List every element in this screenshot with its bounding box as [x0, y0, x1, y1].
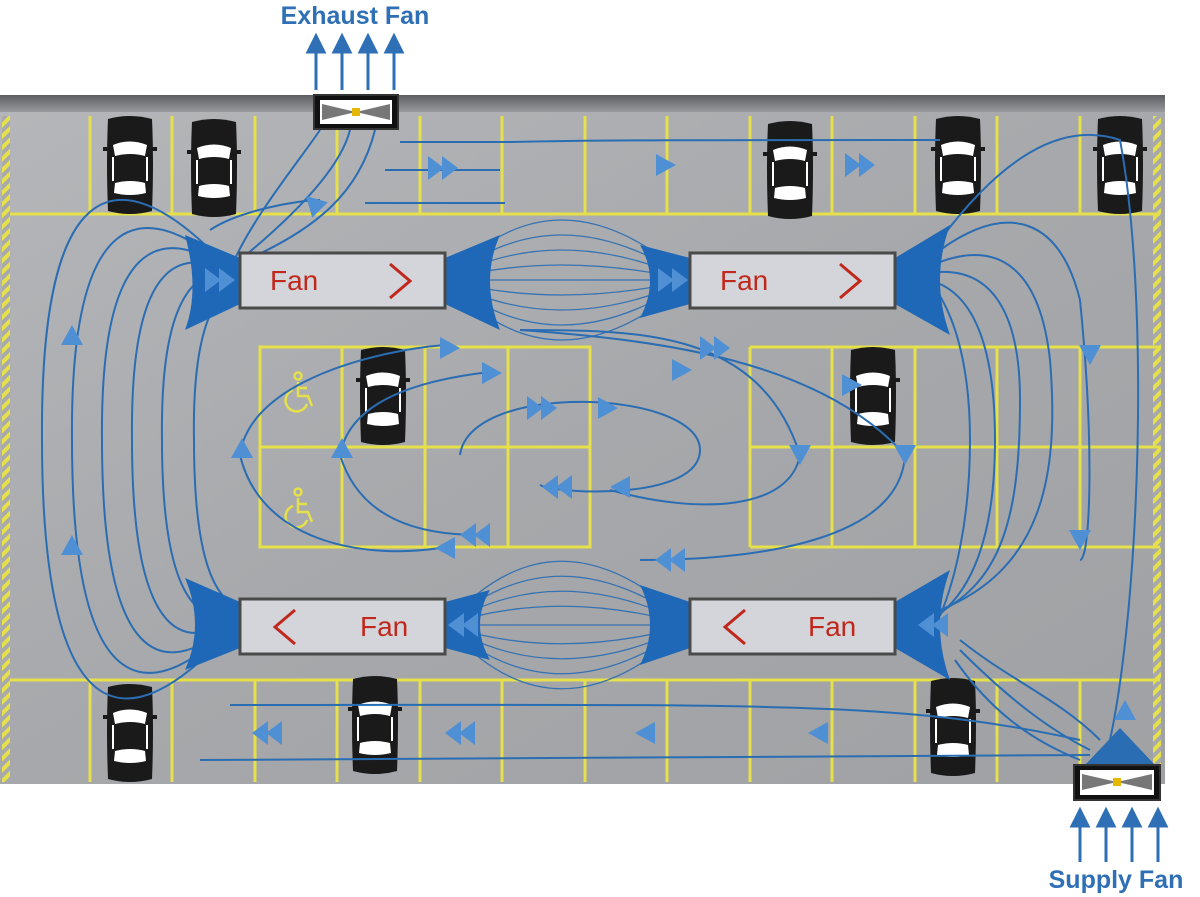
fan-label: Fan	[360, 611, 408, 642]
supply-fan-unit	[1073, 728, 1161, 801]
fan-label: Fan	[270, 265, 318, 296]
car-icon	[187, 119, 241, 217]
fan-label: Fan	[808, 611, 856, 642]
hatched-edge-right	[1153, 116, 1161, 782]
car-icon	[763, 121, 817, 219]
jet-fan: Fan	[238, 251, 447, 310]
parking-bays-middle-right	[748, 345, 1160, 549]
car-icon	[926, 678, 980, 776]
car-icon	[356, 347, 410, 445]
jet-fan: Fan	[238, 597, 447, 656]
chevron-right-icon	[389, 262, 413, 300]
exhaust-fan-label: Exhaust Fan	[281, 2, 430, 30]
hatched-edge-left	[2, 116, 10, 782]
fan-label: Fan	[720, 265, 768, 296]
parking-bays-top	[10, 116, 1160, 216]
exhaust-fan-unit	[313, 94, 399, 130]
chevron-left-icon	[722, 608, 746, 646]
supply-inflow-arrows	[1069, 806, 1169, 862]
exhaust-outflow-arrows	[305, 32, 405, 90]
jet-fan: Fan	[688, 597, 897, 656]
jet-fan: Fan	[688, 251, 897, 310]
car-icon	[846, 347, 900, 445]
chevron-right-icon	[839, 262, 863, 300]
supply-fan-label: Supply Fan	[1049, 866, 1184, 894]
car-icon	[931, 116, 985, 214]
wall-top	[0, 95, 1165, 113]
chevron-left-icon	[272, 608, 296, 646]
car-icon	[1093, 116, 1147, 214]
